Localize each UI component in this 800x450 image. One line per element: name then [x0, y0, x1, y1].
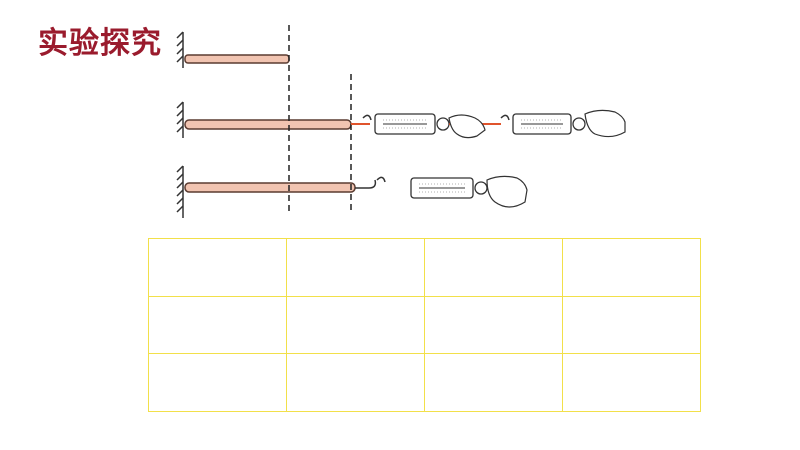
- table-cell: [148, 295, 287, 355]
- wall-hatch-icon: [176, 165, 184, 218]
- table-cell: [424, 295, 563, 355]
- table-cell: [286, 238, 425, 297]
- table-cell: [562, 353, 701, 412]
- table-row: [148, 295, 701, 355]
- table-cell: [424, 238, 563, 297]
- rod-unstretched: [184, 54, 290, 64]
- spring-scale-icon: [512, 113, 586, 135]
- wall-hatch-icon: [176, 101, 184, 138]
- table-cell: [286, 353, 425, 412]
- rod-stretched-one-scale: [184, 182, 356, 193]
- rod-stretched-two-scales: [184, 119, 352, 130]
- table-cell: [562, 238, 701, 297]
- table-cell: [148, 238, 287, 297]
- hand-icon: [584, 109, 626, 138]
- table-cell: [286, 295, 425, 355]
- slide-title: 实验探究: [38, 26, 162, 61]
- hand-icon: [486, 175, 528, 208]
- data-table: [148, 238, 701, 412]
- table-row: [148, 238, 701, 297]
- table-cell: [562, 295, 701, 355]
- table-row: [148, 353, 701, 412]
- hand-icon: [448, 114, 486, 139]
- table-cell: [148, 353, 287, 412]
- spring-scale-icon: [374, 113, 450, 135]
- table-cell: [424, 353, 563, 412]
- spring-scale-icon: [410, 177, 488, 199]
- wall-hatch-icon: [176, 31, 184, 68]
- experiment-figure: [165, 22, 637, 220]
